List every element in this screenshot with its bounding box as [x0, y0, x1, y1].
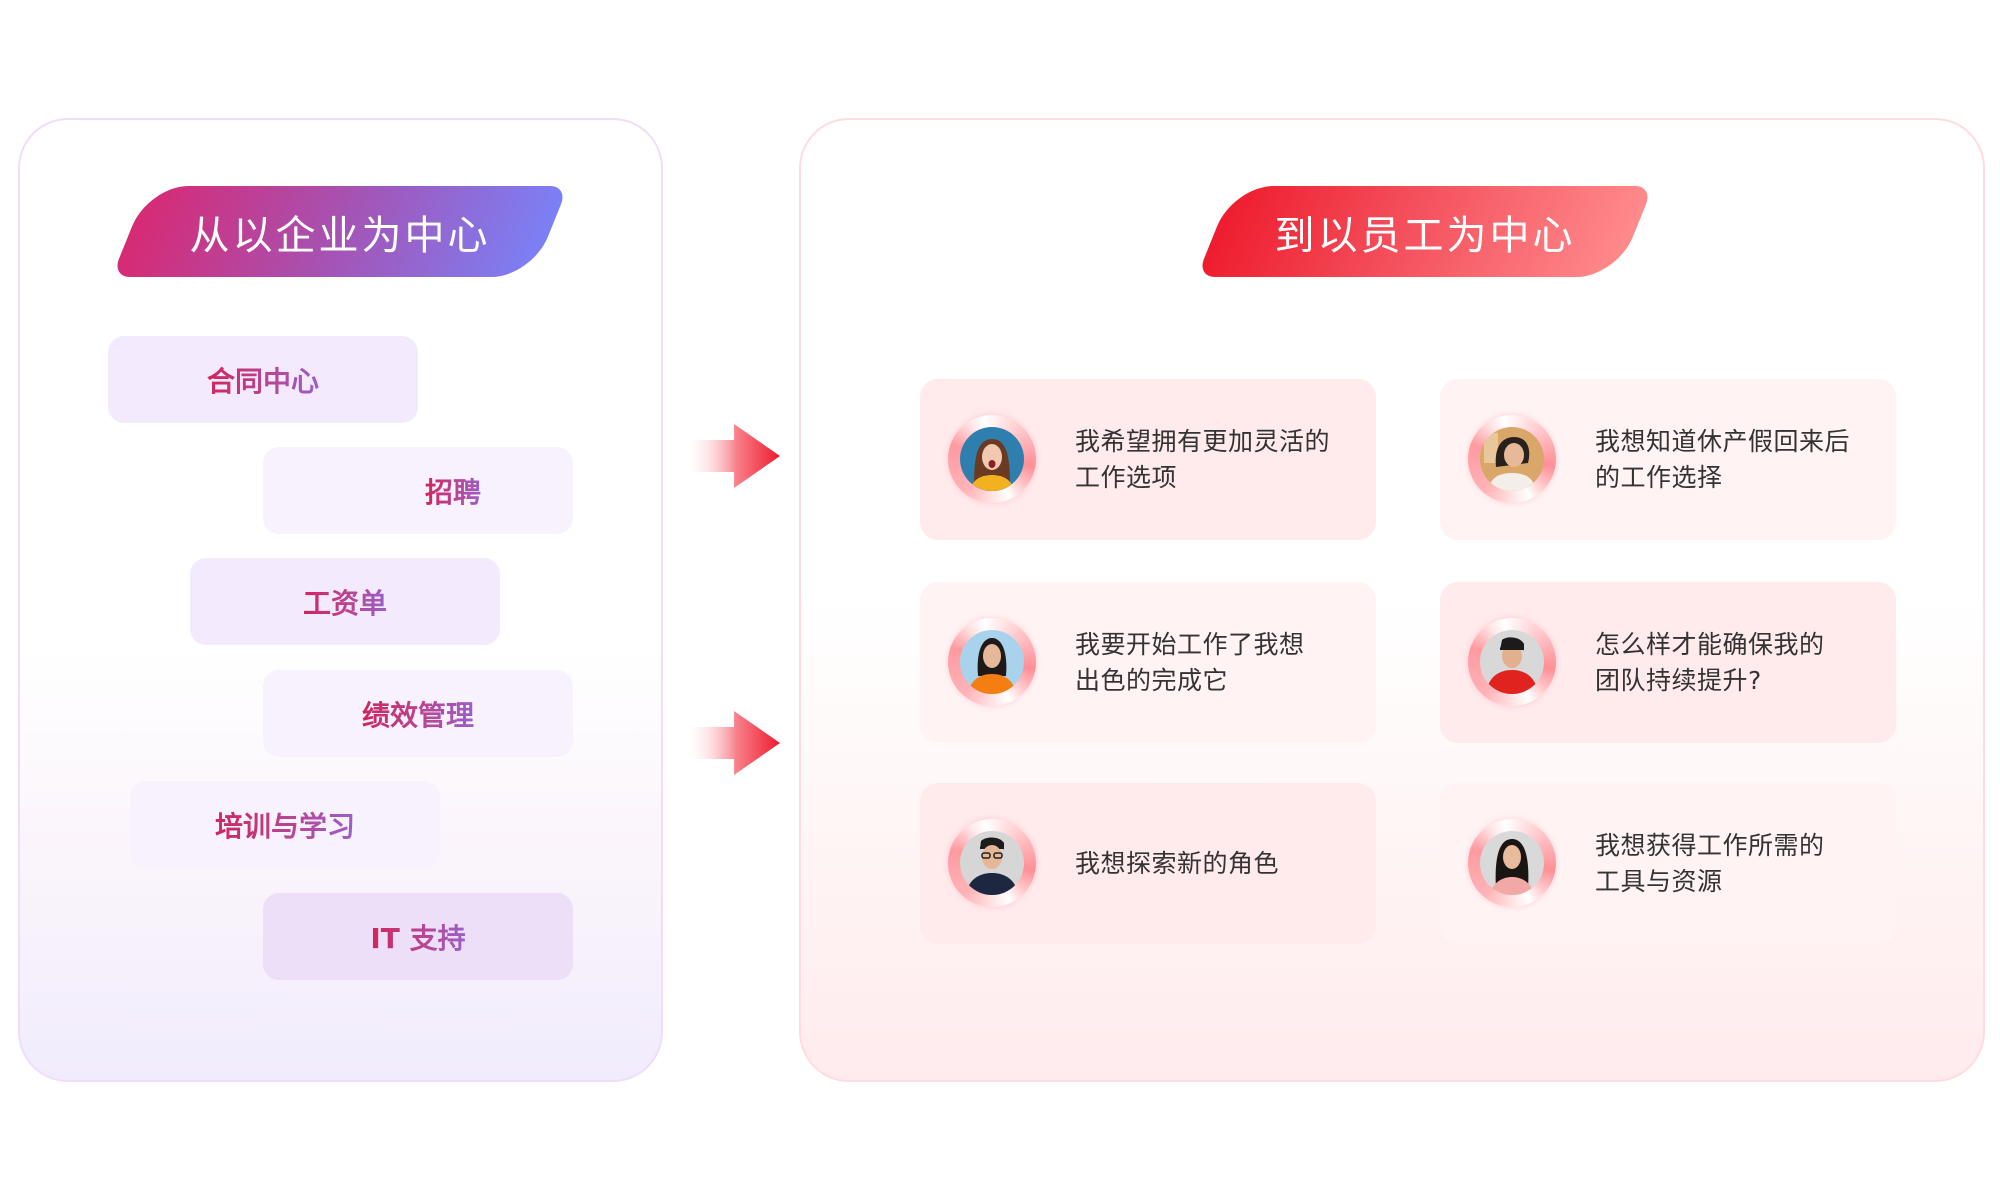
- avatar-photo: [960, 831, 1024, 895]
- message-line: 我想探索新的角色: [1075, 848, 1280, 878]
- module-label: 合同中心: [207, 360, 319, 400]
- card-message: 我想知道休产假回来后 的工作选择: [1595, 424, 1876, 496]
- module-it-support[interactable]: IT 支持: [263, 893, 573, 980]
- employee-need-card[interactable]: 我要开始工作了我想 出色的完成它: [920, 582, 1376, 743]
- module-label: 招聘: [425, 471, 481, 511]
- avatar: [948, 415, 1036, 503]
- employee-need-card[interactable]: 我想探索新的角色: [920, 783, 1376, 944]
- message-line: 怎么样才能确保我的: [1595, 629, 1825, 659]
- avatar: [1468, 415, 1556, 503]
- avatar-photo: [1480, 630, 1544, 694]
- message-line: 工具与资源: [1595, 866, 1723, 896]
- card-message: 我要开始工作了我想 出色的完成它: [1075, 627, 1356, 699]
- message-line: 我希望拥有更加灵活的: [1075, 426, 1331, 456]
- heading-label: 到以员工为中心: [1274, 212, 1576, 259]
- employee-centric-heading: 到以员工为中心: [1196, 186, 1654, 277]
- avatar-photo: [1480, 831, 1544, 895]
- avatar: [948, 618, 1036, 706]
- module-payroll[interactable]: 工资单: [190, 558, 500, 645]
- message-line: 我想知道休产假回来后: [1595, 426, 1851, 456]
- message-line: 出色的完成它: [1075, 665, 1229, 695]
- employee-need-card[interactable]: 我希望拥有更加灵活的 工作选项: [920, 379, 1376, 540]
- card-message: 我想探索新的角色: [1075, 846, 1356, 882]
- employee-need-card[interactable]: 我想知道休产假回来后 的工作选择: [1440, 379, 1896, 540]
- employee-need-card[interactable]: 我想获得工作所需的 工具与资源: [1440, 783, 1896, 944]
- avatar-photo: [960, 427, 1024, 491]
- module-performance-management[interactable]: 绩效管理: [263, 670, 573, 757]
- module-label: IT 支持: [370, 917, 465, 957]
- message-line: 团队持续提升?: [1595, 665, 1762, 695]
- avatar: [1468, 819, 1556, 907]
- avatar: [948, 819, 1036, 907]
- message-line: 我想获得工作所需的: [1595, 830, 1825, 860]
- arrow-right-icon: [684, 711, 780, 775]
- message-line: 的工作选择: [1595, 462, 1723, 492]
- arrow-right-icon: [684, 424, 780, 488]
- message-line: 我要开始工作了我想: [1075, 629, 1305, 659]
- avatar-photo: [960, 630, 1024, 694]
- module-label: 培训与学习: [215, 805, 355, 845]
- module-contract-center[interactable]: 合同中心: [108, 336, 418, 423]
- enterprise-centric-heading: 从以企业为中心: [111, 186, 569, 277]
- module-label: 工资单: [303, 582, 387, 622]
- avatar-photo: [1480, 427, 1544, 491]
- card-message: 怎么样才能确保我的 团队持续提升?: [1595, 627, 1876, 699]
- module-label: 绩效管理: [362, 694, 474, 734]
- card-message: 我想获得工作所需的 工具与资源: [1595, 828, 1876, 900]
- message-line: 工作选项: [1075, 462, 1178, 492]
- module-recruitment[interactable]: 招聘: [263, 447, 573, 534]
- avatar: [1468, 618, 1556, 706]
- module-training-learning[interactable]: 培训与学习: [130, 781, 440, 868]
- employee-need-card[interactable]: 怎么样才能确保我的 团队持续提升?: [1440, 582, 1896, 743]
- heading-label: 从以企业为中心: [189, 212, 491, 259]
- card-message: 我希望拥有更加灵活的 工作选项: [1075, 424, 1356, 496]
